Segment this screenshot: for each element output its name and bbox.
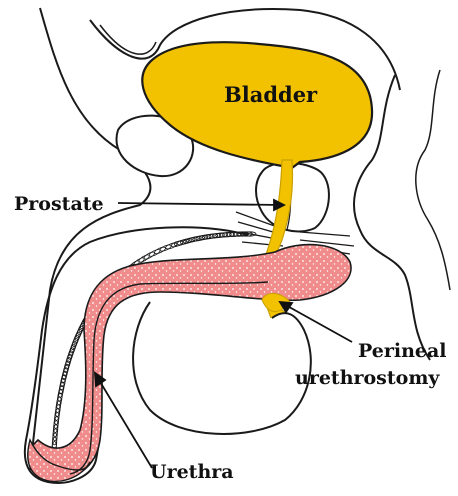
coil-loop: [60, 374, 67, 387]
label-bladder: Bladder: [224, 82, 318, 107]
label-urethrostomy: urethrostomy: [295, 367, 440, 389]
abdominal-wall-inner: [100, 25, 156, 54]
spine-outline: [416, 70, 450, 290]
label-urethra: Urethra: [150, 461, 234, 483]
label-prostate: Prostate: [14, 193, 104, 215]
coil-loop: [71, 335, 79, 348]
scrotum: [133, 302, 311, 434]
coil-loop: [62, 364, 69, 377]
label-perineal: Perineal: [358, 340, 447, 362]
